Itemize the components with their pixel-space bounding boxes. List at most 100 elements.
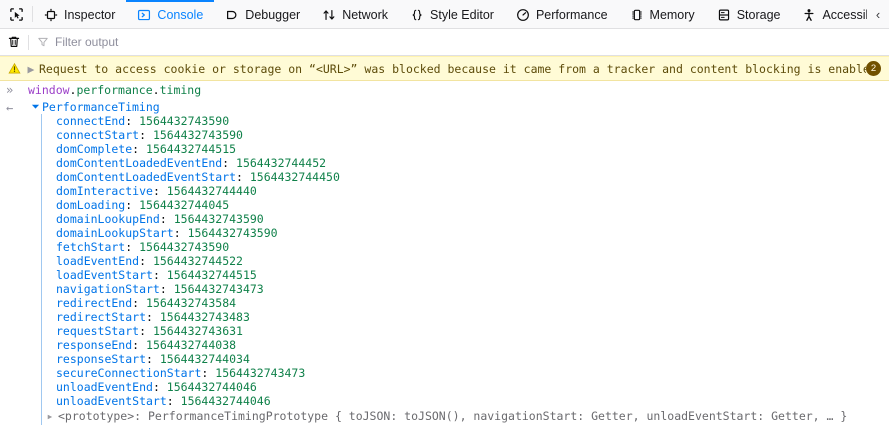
console-message-warning[interactable]: ▶ Request to access cookie or storage on… [0, 56, 889, 81]
clear-console-button[interactable] [0, 29, 28, 55]
tab-network-label: Network [342, 8, 389, 22]
property-name: domainLookupEnd [56, 212, 160, 226]
console-output: ▶ Request to access cookie or storage on… [0, 56, 889, 425]
property-row[interactable]: loadEventEnd: 1564432744522 [42, 254, 889, 268]
filter-input[interactable] [55, 32, 889, 52]
property-separator: : [132, 338, 147, 352]
property-value: 1564432743590 [187, 226, 278, 240]
trash-icon [7, 35, 21, 49]
property-separator: : [132, 296, 147, 310]
property-separator: : [173, 226, 188, 240]
property-row[interactable]: domainLookupStart: 1564432743590 [42, 226, 889, 240]
tab-storage-label: Storage [736, 8, 781, 22]
warning-expand-twisty[interactable]: ▶ [27, 61, 35, 76]
property-row[interactable]: domInteractive: 1564432744440 [42, 184, 889, 198]
result-return-icon: ← [6, 101, 14, 115]
property-row[interactable]: domainLookupEnd: 1564432743590 [42, 212, 889, 226]
property-value: 1564432743473 [215, 366, 306, 380]
result-object: PerformanceTiming connectEnd: 1564432743… [28, 99, 889, 425]
property-value: 1564432744452 [236, 156, 327, 170]
tab-debugger[interactable]: Debugger [214, 0, 311, 28]
property-value: 1564432743590 [139, 114, 230, 128]
property-separator: : [139, 324, 153, 338]
tab-accessibility-label: Accessibility [822, 8, 867, 22]
property-row[interactable]: domContentLoadedEventStart: 156443274445… [42, 170, 889, 184]
property-name: fetchStart [56, 240, 126, 254]
property-value: 1564432744515 [166, 268, 257, 282]
tab-console-label: Console [157, 8, 204, 22]
tab-console[interactable]: Console [126, 0, 215, 28]
property-separator: : [166, 394, 181, 408]
property-name: loadEventEnd [56, 254, 140, 268]
property-name: connectStart [56, 128, 140, 142]
tab-storage[interactable]: Storage [706, 0, 792, 28]
property-row[interactable]: unloadEventEnd: 1564432744046 [42, 380, 889, 394]
property-row[interactable]: navigationStart: 1564432743473 [42, 282, 889, 296]
property-separator: : [236, 170, 250, 184]
property-separator: : [159, 212, 174, 226]
result-collapse-twisty[interactable] [28, 102, 42, 111]
property-row[interactable]: responseStart: 1564432744034 [42, 352, 889, 366]
property-row[interactable]: loadEventStart: 1564432744515 [42, 268, 889, 282]
property-name: connectEnd [56, 114, 126, 128]
element-picker-button[interactable] [0, 0, 32, 28]
tab-accessibility[interactable]: Accessibility [791, 0, 867, 28]
property-value: 1564432743473 [173, 282, 264, 296]
property-row[interactable]: requestStart: 1564432743631 [42, 324, 889, 338]
expr-part-timing: timing [159, 83, 202, 97]
property-row[interactable]: domComplete: 1564432744515 [42, 142, 889, 156]
expr-part-performance: performance [76, 83, 153, 97]
property-value: 1564432744046 [166, 380, 257, 394]
expr-part-dot-2: . [152, 83, 160, 97]
property-separator: : [152, 380, 167, 394]
tab-memory-label: Memory [649, 8, 695, 22]
property-name: domainLookupStart [56, 226, 174, 240]
property-separator: : [222, 156, 237, 170]
console-toolbar [0, 29, 889, 56]
tab-performance[interactable]: Performance [505, 0, 619, 28]
inspector-icon [44, 8, 58, 22]
property-value: 1564432743631 [152, 324, 243, 338]
property-name: requestStart [56, 324, 140, 338]
property-separator: : [132, 142, 147, 156]
tab-style-editor[interactable]: Style Editor [399, 0, 505, 28]
property-separator: : [125, 198, 140, 212]
console-message-result: ← PerformanceTiming connectEnd: 15644327… [0, 99, 889, 425]
property-row[interactable]: connectStart: 1564432743590 [42, 128, 889, 142]
property-separator: : [159, 282, 174, 296]
prototype-expand-twisty[interactable]: ▸ [46, 409, 54, 423]
tab-memory[interactable]: Memory [619, 0, 706, 28]
property-name: redirectEnd [56, 296, 133, 310]
property-row[interactable]: domContentLoadedEventEnd: 1564432744452 [42, 156, 889, 170]
warning-message-text: Request to access cookie or storage on “… [39, 61, 866, 76]
expr-part-dot-1: . [69, 83, 77, 97]
property-separator: : [125, 240, 140, 254]
input-prompt-icon: » [6, 83, 14, 97]
toolbar-overflow-button[interactable]: ‹ [867, 0, 889, 28]
property-separator: : [152, 268, 167, 282]
tab-network[interactable]: Network [311, 0, 399, 28]
warning-repeat-badge: 2 [866, 61, 881, 76]
property-row[interactable]: connectEnd: 1564432743590 [42, 114, 889, 128]
devtools-toolbar: Inspector Console Debugger [0, 0, 889, 29]
tab-inspector[interactable]: Inspector [33, 0, 126, 28]
property-value: 1564432744045 [139, 198, 230, 212]
tab-performance-label: Performance [535, 8, 608, 22]
property-name: domLoading [56, 198, 126, 212]
property-separator: : [146, 310, 160, 324]
property-row[interactable]: unloadEventStart: 1564432744046 [42, 394, 889, 408]
tab-style-editor-label: Style Editor [430, 8, 494, 22]
property-row[interactable]: fetchStart: 1564432743590 [42, 240, 889, 254]
property-name: unloadEventStart [56, 394, 167, 408]
property-row[interactable]: responseEnd: 1564432744038 [42, 338, 889, 352]
prototype-row[interactable]: ▸ <prototype>: PerformanceTimingPrototyp… [42, 408, 889, 425]
property-row[interactable]: redirectEnd: 1564432743584 [42, 296, 889, 310]
result-object-header[interactable]: PerformanceTiming [28, 99, 889, 114]
property-row[interactable]: redirectStart: 1564432743483 [42, 310, 889, 324]
property-value: 1564432743590 [139, 240, 230, 254]
property-row[interactable]: secureConnectionStart: 1564432743473 [42, 366, 889, 380]
property-row[interactable]: domLoading: 1564432744045 [42, 198, 889, 212]
property-name: secureConnectionStart [56, 366, 202, 380]
property-separator: : [152, 184, 167, 198]
property-value: 1564432744440 [166, 184, 257, 198]
